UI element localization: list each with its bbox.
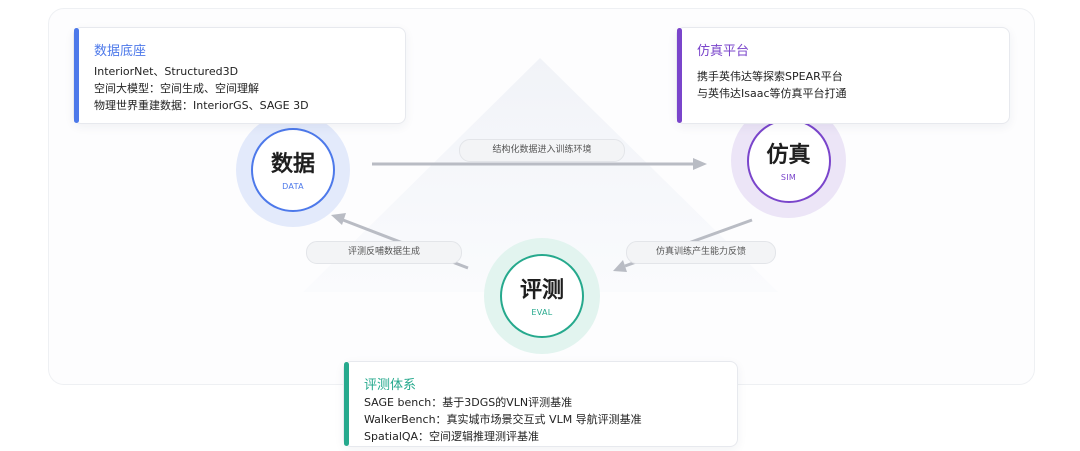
arrowhead-data-to-sim	[693, 158, 707, 170]
card-data: 数据底座 InteriorNet、Structured3D 空间大模型：空间生成…	[73, 27, 406, 124]
card-eval-line: SpatialQA：空间逻辑推理测评基准	[364, 430, 540, 443]
card-eval-line: SAGE bench：基于3DGS的VLN评测基准	[364, 396, 573, 409]
arrowhead-sim-to-eval	[613, 260, 627, 272]
node-data-circle: 数据 DATA	[251, 128, 335, 212]
node-data: 数据 DATA	[236, 113, 350, 227]
card-data-line: InteriorNet、Structured3D	[94, 65, 239, 78]
card-data-line: 物理世界重建数据：InteriorGS、SAGE 3D	[94, 99, 309, 112]
card-eval-line: WalkerBench：真实城市场景交互式 VLM 导航评测基准	[364, 413, 642, 426]
card-eval-accent-bar	[344, 362, 349, 446]
node-data-subtitle: DATA	[282, 182, 304, 191]
node-eval: 评测 EVAL	[484, 238, 600, 354]
node-sim-title: 仿真	[766, 142, 811, 168]
edge-label-sim-to-eval: 仿真训练产生能力反馈	[626, 241, 776, 264]
edge-label-data-to-sim: 结构化数据进入训练环境	[459, 139, 625, 162]
card-data-lines: InteriorNet、Structured3D 空间大模型：空间生成、空间理解…	[94, 63, 309, 114]
node-eval-subtitle: EVAL	[531, 308, 553, 317]
node-data-title: 数据	[270, 152, 315, 177]
node-sim-circle: 仿真 SIM	[746, 118, 831, 203]
background-triangle	[303, 58, 778, 292]
node-sim-subtitle: SIM	[780, 172, 797, 182]
card-sim: 仿真平台 携手英伟达等探索SPEAR平台 与英伟达Isaac等仿真平台打通	[676, 27, 1010, 124]
edge-label-eval-to-data: 评测反哺数据生成	[306, 241, 462, 264]
card-data-line: 空间大模型：空间生成、空间理解	[94, 82, 259, 95]
card-sim-line: 携手英伟达等探索SPEAR平台	[697, 70, 843, 83]
card-sim-line: 与英伟达Isaac等仿真平台打通	[697, 87, 847, 100]
card-data-accent-bar	[74, 28, 79, 123]
card-sim-lines: 携手英伟达等探索SPEAR平台 与英伟达Isaac等仿真平台打通	[697, 68, 847, 102]
arrowhead-eval-to-data	[331, 213, 346, 225]
node-eval-title: 评测	[519, 278, 564, 303]
card-data-title: 数据底座	[94, 44, 147, 59]
card-sim-title: 仿真平台	[697, 44, 750, 59]
card-sim-accent-bar	[677, 28, 682, 123]
card-eval: 评测体系 SAGE bench：基于3DGS的VLN评测基准 WalkerBen…	[343, 361, 738, 447]
card-eval-lines: SAGE bench：基于3DGS的VLN评测基准 WalkerBench：真实…	[364, 394, 642, 445]
node-eval-circle: 评测 EVAL	[500, 254, 584, 338]
card-eval-title: 评测体系	[364, 378, 417, 393]
